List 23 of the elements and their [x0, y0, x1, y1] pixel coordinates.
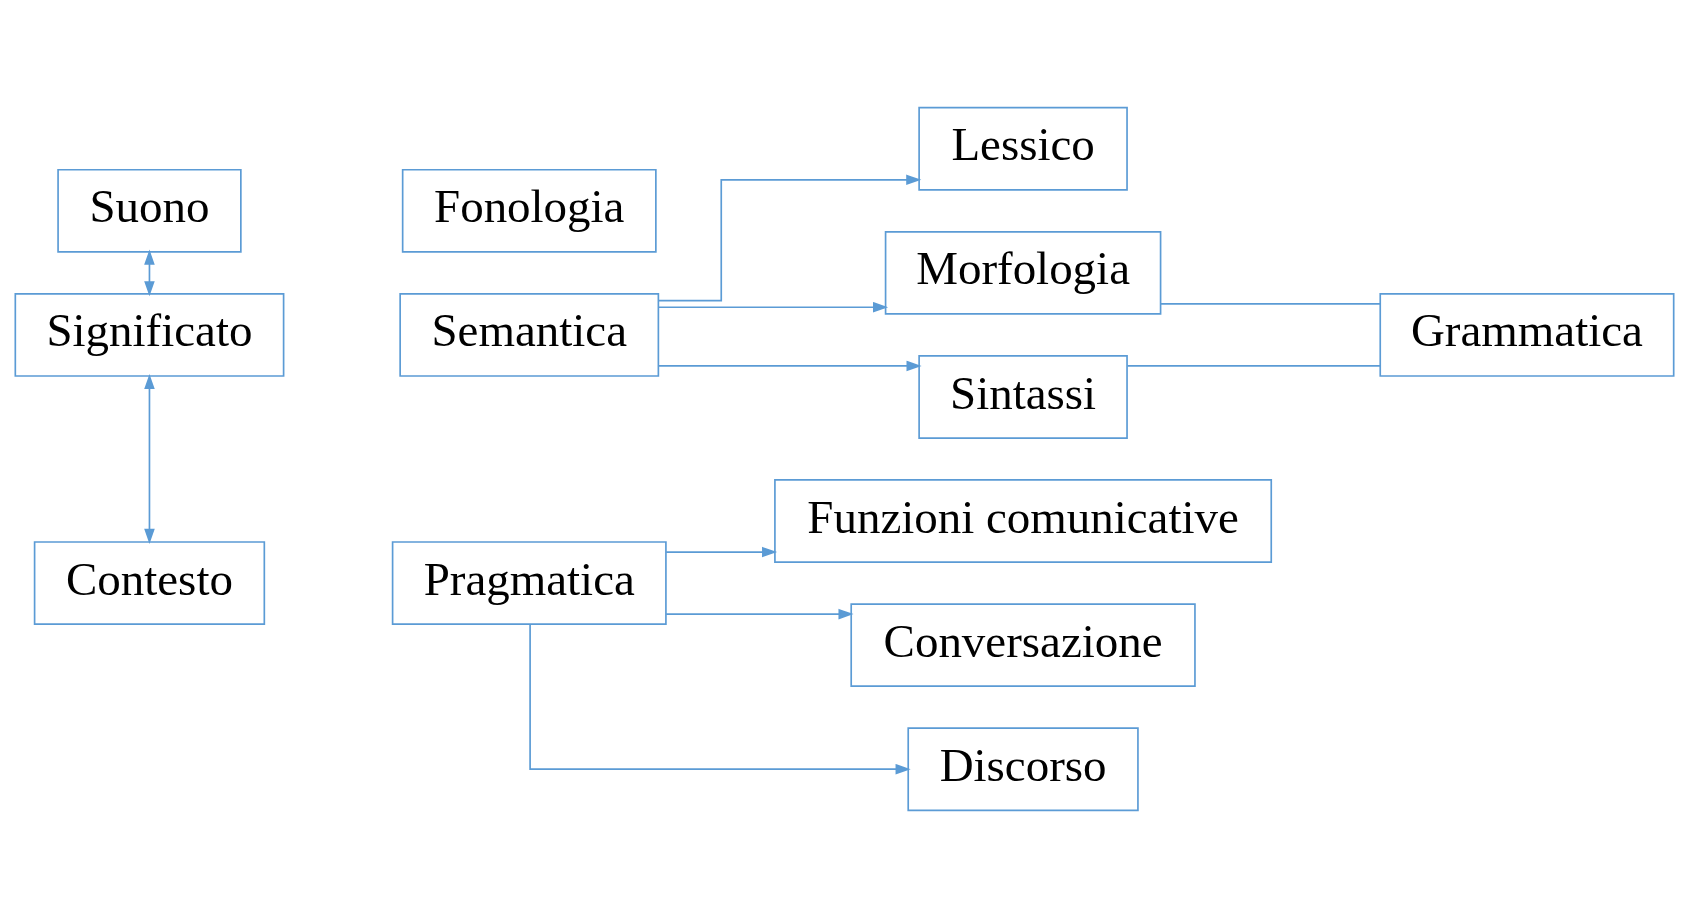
node-box: Grammatica — [1379, 293, 1675, 377]
node-box: Pragmatica — [391, 541, 667, 625]
arrow — [665, 608, 854, 620]
node-box: Suono — [57, 168, 242, 253]
node-box: Significato — [14, 293, 285, 377]
node-box: Semantica — [399, 293, 660, 377]
node-box: Conversazione — [850, 603, 1196, 688]
arrow — [529, 623, 911, 775]
connector — [1159, 303, 1381, 305]
node-box: Fonologia — [401, 168, 657, 253]
node-box: Sintassi — [918, 355, 1128, 439]
connector — [1126, 365, 1381, 367]
arrow — [658, 301, 889, 313]
node-box: Morfologia — [884, 230, 1162, 315]
node-box: Lessico — [918, 106, 1128, 191]
arrow — [657, 174, 922, 302]
arrow — [658, 360, 922, 372]
arrow — [665, 546, 778, 558]
node-box: Contesto — [33, 541, 266, 625]
arrow — [144, 249, 155, 297]
node-box: Funzioni comunicative — [774, 479, 1273, 563]
arrow — [144, 373, 155, 544]
node-box: Discorso — [907, 727, 1139, 812]
